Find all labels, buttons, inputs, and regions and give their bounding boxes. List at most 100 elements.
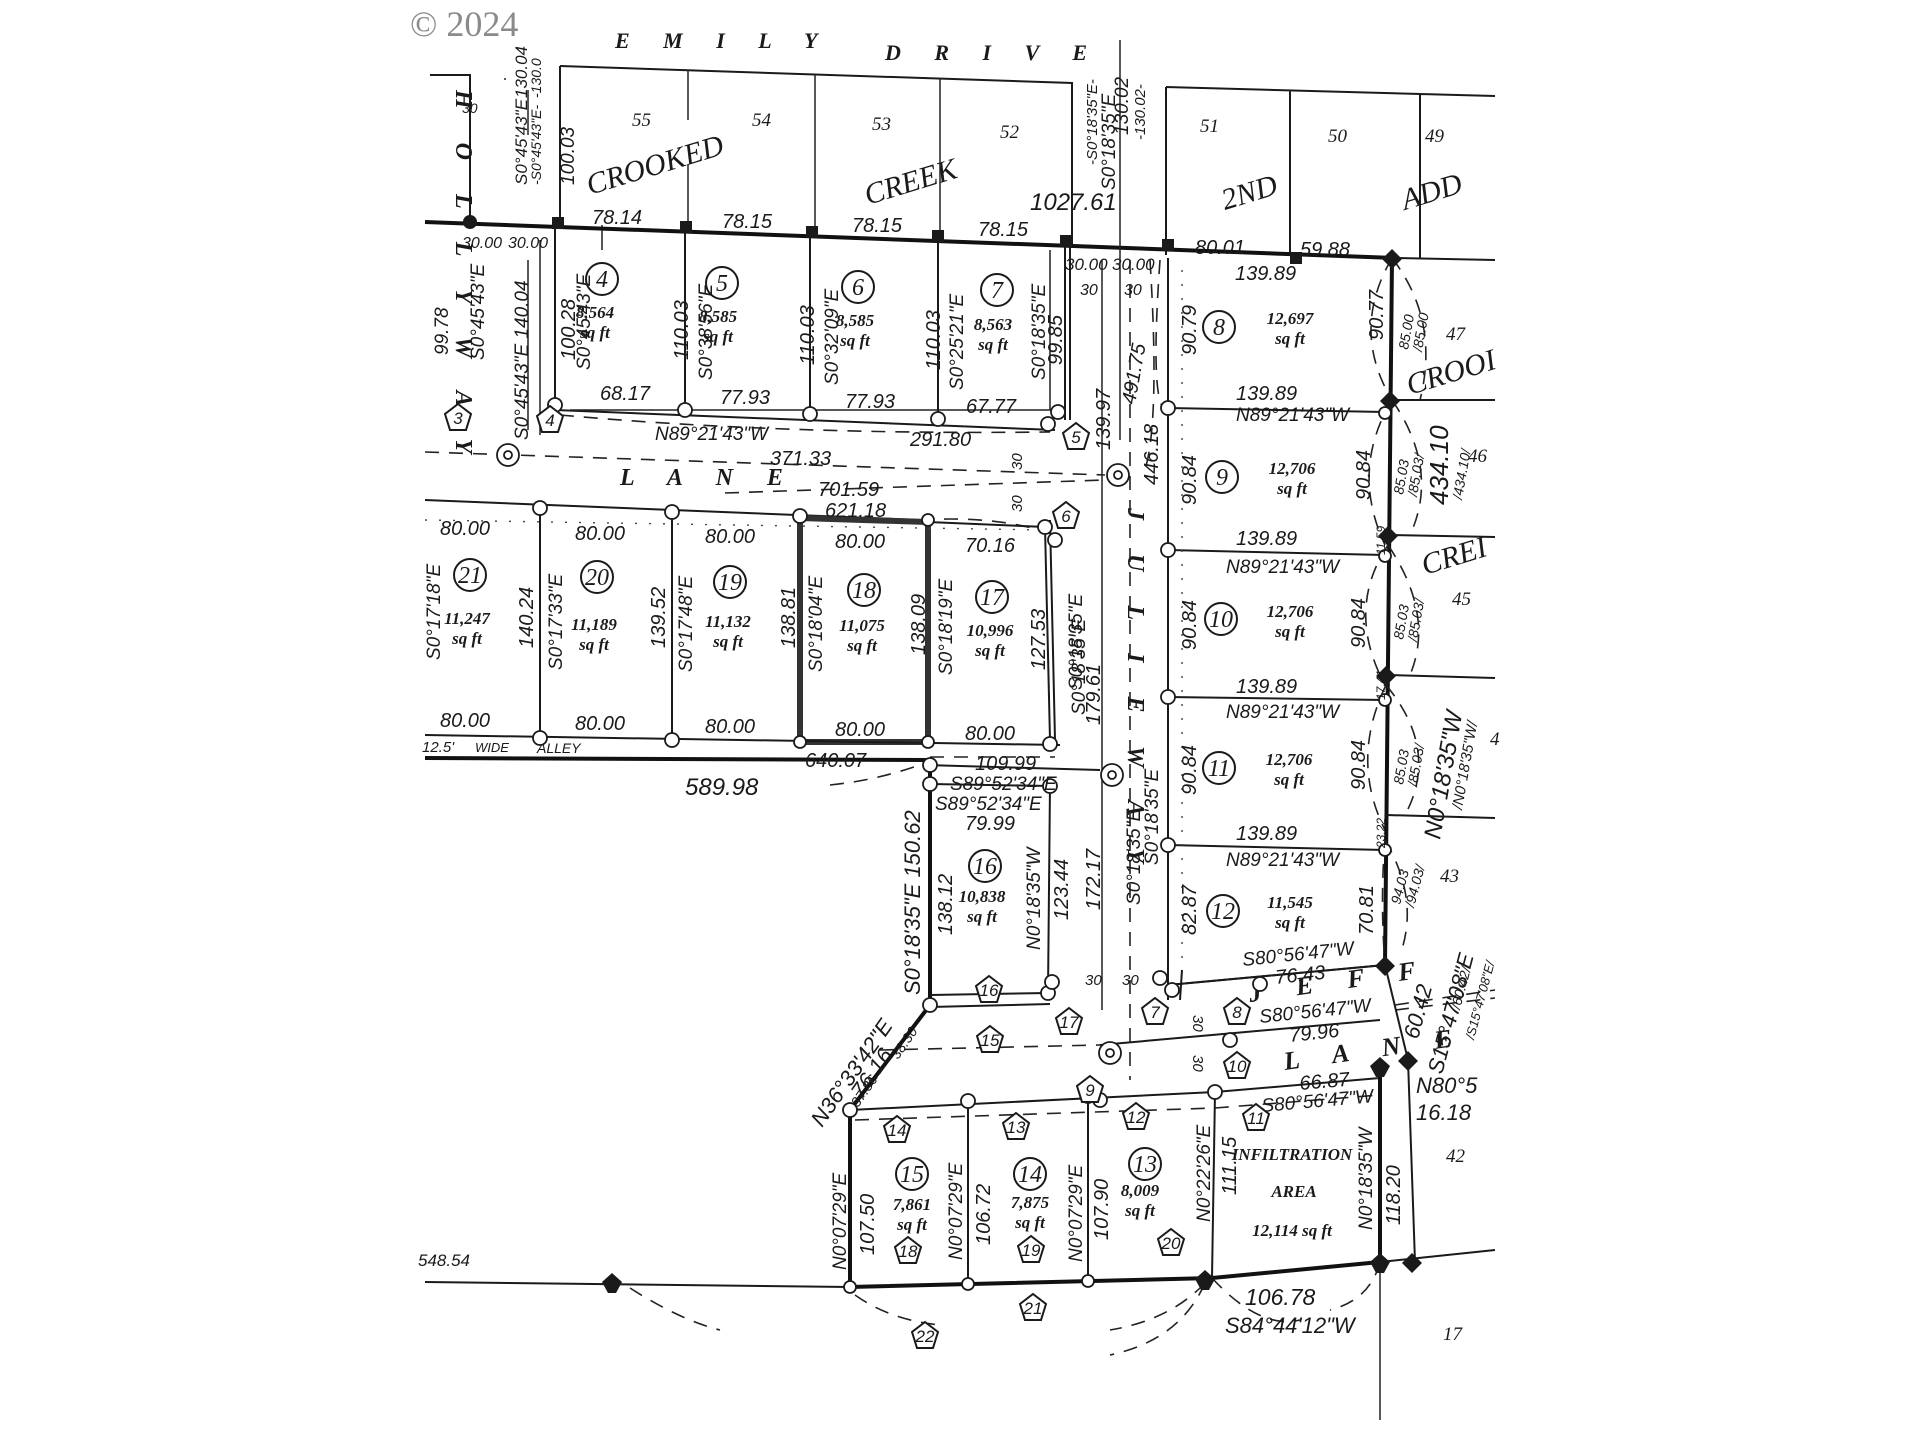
svg-text:139.89: 139.89 bbox=[1236, 383, 1297, 405]
svg-text:sq ft: sq ft bbox=[1274, 913, 1306, 932]
lot-4[interactable]: 4 8,564 sq ft bbox=[576, 262, 619, 342]
svg-text:80.00: 80.00 bbox=[440, 710, 490, 732]
svg-text:53: 53 bbox=[872, 114, 891, 135]
svg-text:90.84: 90.84 bbox=[1348, 598, 1370, 648]
svg-text:S0°18'04"E: S0°18'04"E bbox=[806, 576, 827, 672]
lot-14[interactable]: 14 7,875 sq ft bbox=[1011, 1157, 1050, 1232]
svg-text:sq ft: sq ft bbox=[578, 635, 610, 654]
svg-text:INFILTRATION: INFILTRATION bbox=[1231, 1145, 1353, 1164]
svg-text:138.09: 138.09 bbox=[908, 594, 930, 655]
svg-text:99.78: 99.78 bbox=[432, 307, 453, 355]
svg-text:N89°21'43"W: N89°21'43"W bbox=[1226, 702, 1341, 723]
svg-text:446.18: 446.18 bbox=[1141, 424, 1163, 485]
svg-text:S0°45'43"E: S0°45'43"E bbox=[468, 264, 489, 360]
svg-text:30.00: 30.00 bbox=[508, 235, 548, 252]
svg-text:4: 4 bbox=[1490, 729, 1500, 750]
lot-16[interactable]: 16 10,838 sq ft bbox=[959, 849, 1006, 926]
lot-17[interactable]: 17 10,996 sq ft bbox=[967, 580, 1014, 660]
svg-text:78.15: 78.15 bbox=[852, 215, 903, 237]
svg-text:8,585: 8,585 bbox=[699, 307, 738, 326]
svg-text:7: 7 bbox=[1150, 1003, 1160, 1022]
svg-text:78.15: 78.15 bbox=[722, 211, 773, 233]
svg-text:371.33: 371.33 bbox=[770, 448, 831, 470]
svg-text:19: 19 bbox=[718, 570, 742, 596]
svg-text:11.59: 11.59 bbox=[1374, 526, 1388, 555]
svg-text:S0°18'35"E: S0°18'35"E bbox=[1069, 619, 1090, 715]
lot-20[interactable]: 20 11,189 sq ft bbox=[571, 560, 617, 654]
svg-text:80.00: 80.00 bbox=[575, 713, 625, 735]
svg-text:S0°18'35"E: S0°18'35"E bbox=[1029, 284, 1050, 380]
svg-text:15: 15 bbox=[900, 1162, 924, 1188]
svg-text:67.77: 67.77 bbox=[966, 396, 1017, 418]
svg-text:110.03: 110.03 bbox=[797, 305, 819, 365]
svg-text:sq ft: sq ft bbox=[974, 641, 1006, 660]
svg-text:/85.03/: /85.03/ bbox=[1404, 741, 1428, 789]
svg-text:sq ft: sq ft bbox=[1273, 770, 1305, 789]
svg-text:106.72: 106.72 bbox=[973, 1184, 995, 1245]
svg-text:130.02: 130.02 bbox=[1112, 76, 1133, 135]
svg-text:140.24: 140.24 bbox=[516, 587, 538, 648]
svg-text:45: 45 bbox=[1452, 589, 1471, 610]
svg-text:30: 30 bbox=[1080, 282, 1098, 299]
svg-text:7: 7 bbox=[991, 278, 1004, 304]
svg-text:54: 54 bbox=[752, 110, 772, 131]
lot-15[interactable]: 15 7,861 sq ft bbox=[893, 1157, 931, 1234]
svg-text:/85.03/: /85.03/ bbox=[1404, 451, 1428, 499]
svg-text:S89°52'34"E: S89°52'34"E bbox=[950, 774, 1057, 795]
svg-text:77.93: 77.93 bbox=[845, 391, 895, 413]
curve-markers: 3 4 5 6 7 8 9 10 11 12 13 14 15 16 17 18… bbox=[443, 402, 1271, 1349]
svg-text:5: 5 bbox=[1071, 428, 1081, 447]
lot-12[interactable]: 12 11,545 sq ft bbox=[1206, 893, 1313, 932]
svg-text:10,996: 10,996 bbox=[967, 621, 1014, 640]
svg-text:-S0°18'35"E-: -S0°18'35"E- bbox=[1084, 79, 1101, 165]
svg-text:sq ft: sq ft bbox=[1274, 622, 1306, 641]
lot-5[interactable]: 5 8,585 sq ft bbox=[699, 266, 739, 346]
svg-text:S0°17'33"E: S0°17'33"E bbox=[546, 574, 567, 670]
svg-text:23.22: 23.22 bbox=[1374, 818, 1388, 849]
svg-text:139.89: 139.89 bbox=[1236, 823, 1297, 845]
lot-19[interactable]: 19 11,132 sq ft bbox=[705, 565, 751, 651]
lot-10[interactable]: 10 12,706 sq ft bbox=[1204, 602, 1314, 641]
svg-text:80.00: 80.00 bbox=[705, 526, 755, 548]
monuments-set bbox=[463, 215, 1422, 1294]
svg-text:17: 17 bbox=[1443, 1324, 1464, 1345]
svg-text:sq ft: sq ft bbox=[1014, 1213, 1046, 1232]
svg-text:8,009: 8,009 bbox=[1121, 1181, 1160, 1200]
svg-text:4: 4 bbox=[596, 267, 608, 293]
svg-text:111.15: 111.15 bbox=[1219, 1136, 1241, 1195]
svg-text:6: 6 bbox=[1061, 507, 1071, 526]
svg-text:90.84: 90.84 bbox=[1179, 745, 1201, 795]
svg-text:S0°45'43"E: S0°45'43"E bbox=[512, 98, 531, 185]
svg-text:14: 14 bbox=[888, 1121, 907, 1140]
lot-7[interactable]: 7 8,563 sq ft bbox=[974, 273, 1014, 354]
lot-18-highlighted[interactable]: 18 11,075 sq ft bbox=[839, 573, 885, 655]
svg-text:90.79: 90.79 bbox=[1179, 305, 1201, 355]
svg-text:7,861: 7,861 bbox=[893, 1195, 931, 1214]
lot-6[interactable]: 6 8,585 sq ft bbox=[836, 270, 875, 350]
svg-text:76.43: 76.43 bbox=[1274, 962, 1326, 989]
svg-text:20: 20 bbox=[585, 565, 609, 591]
svg-text:12: 12 bbox=[1211, 899, 1235, 925]
svg-text:S0°17'18"E: S0°17'18"E bbox=[424, 564, 445, 660]
svg-text:77.93: 77.93 bbox=[720, 387, 770, 409]
svg-text:172.17: 172.17 bbox=[1083, 848, 1105, 910]
lot-11[interactable]: 11 12,706 sq ft bbox=[1202, 750, 1313, 789]
svg-text:80.00: 80.00 bbox=[835, 531, 885, 553]
infiltration-area[interactable]: INFILTRATION AREA 12,114 sq ft bbox=[1231, 1145, 1353, 1240]
svg-text:90.77: 90.77 bbox=[1366, 289, 1388, 340]
svg-text:50: 50 bbox=[1328, 126, 1348, 147]
svg-text:30: 30 bbox=[1189, 1055, 1206, 1072]
lot-9[interactable]: 9 12,706 sq ft bbox=[1205, 459, 1316, 498]
lot-21[interactable]: 21 11,247 sq ft bbox=[444, 558, 491, 648]
svg-text:sq ft: sq ft bbox=[712, 632, 744, 651]
svg-text:N0°07'29"E: N0°07'29"E bbox=[1066, 1164, 1087, 1262]
svg-text:S0°18'35"E: S0°18'35"E bbox=[1124, 809, 1145, 905]
svg-text:AREA: AREA bbox=[1270, 1182, 1316, 1201]
lot-13[interactable]: 13 8,009 sq ft bbox=[1121, 1147, 1162, 1220]
lot-8[interactable]: 8 12,697 sq ft bbox=[1202, 309, 1315, 348]
svg-text:16: 16 bbox=[973, 854, 997, 880]
svg-text:14: 14 bbox=[1018, 1162, 1042, 1188]
svg-text:30.00: 30.00 bbox=[1065, 255, 1108, 274]
street-lane-upper: L A N E bbox=[619, 465, 797, 491]
